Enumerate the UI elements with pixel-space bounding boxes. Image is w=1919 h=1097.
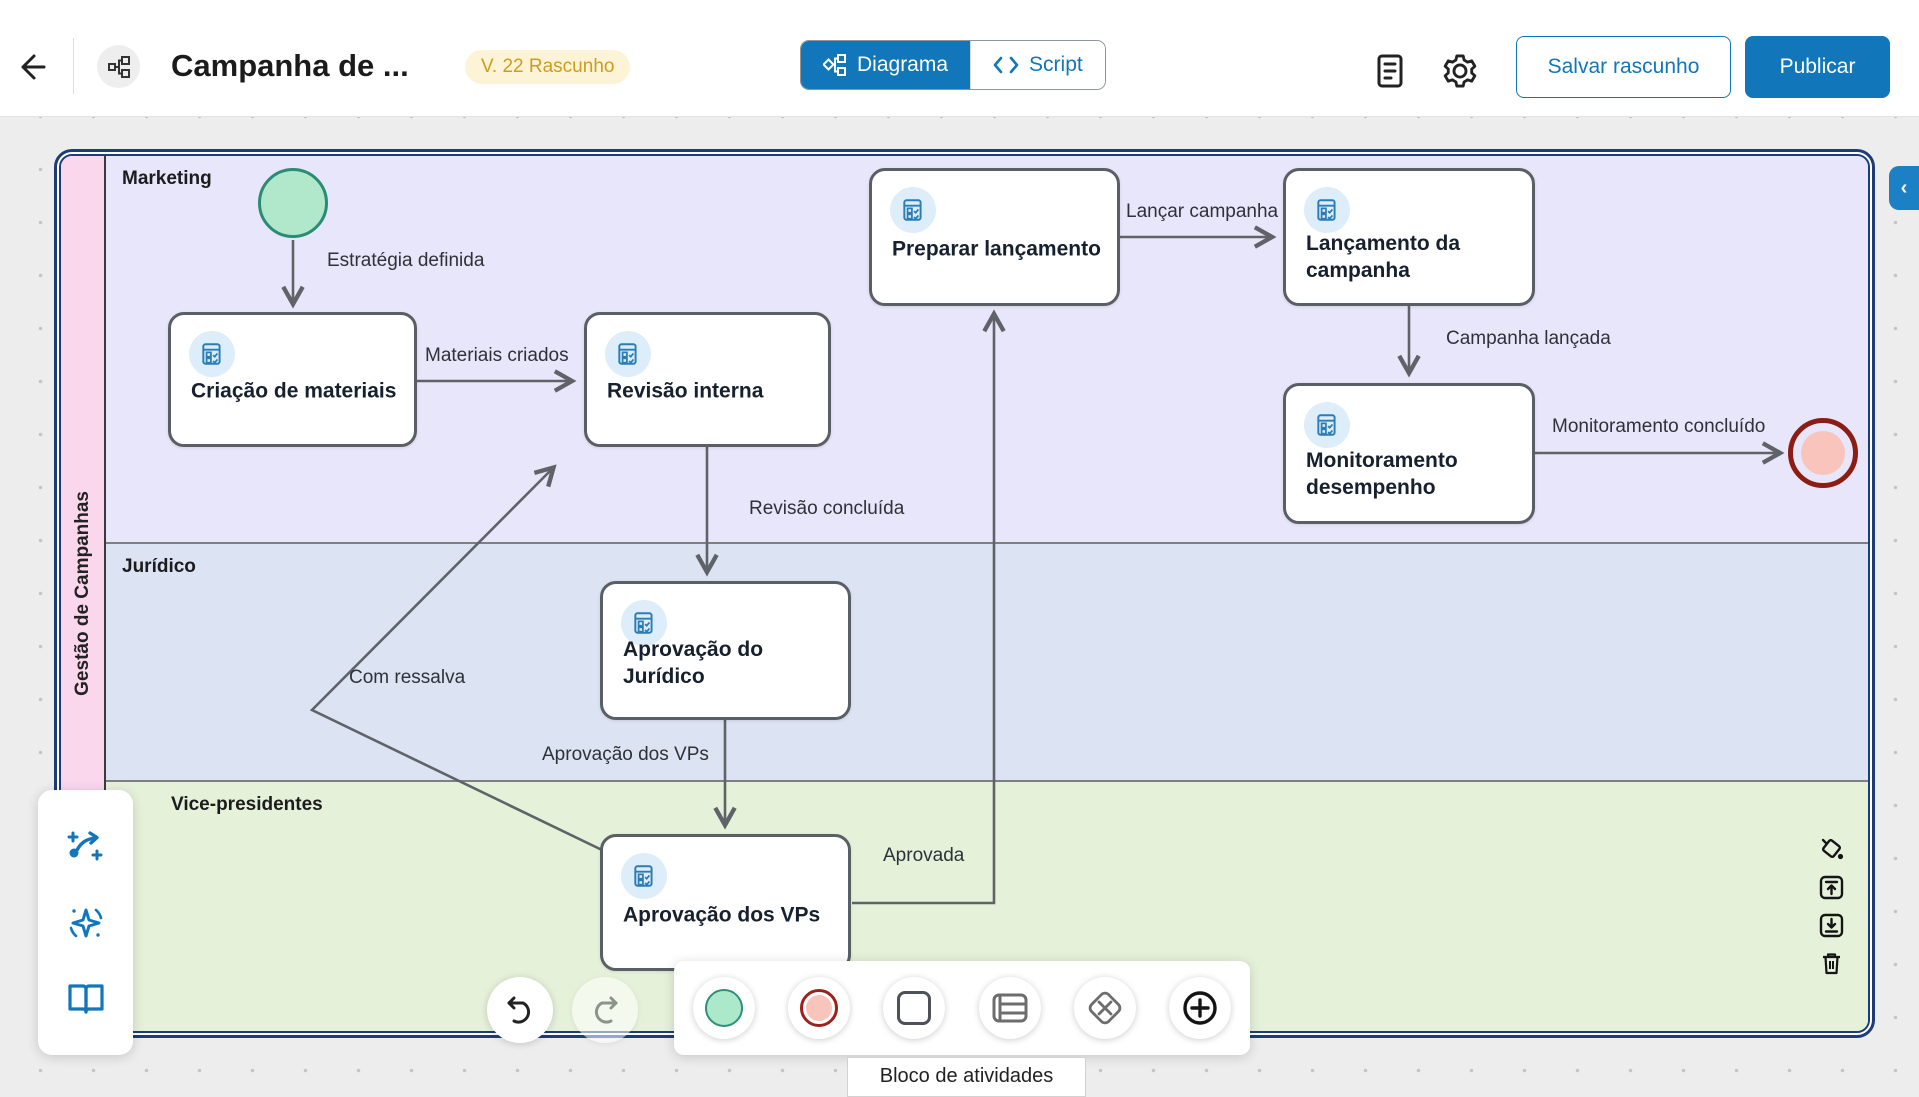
- workflow-avatar-icon: [97, 45, 140, 88]
- task-icon: [621, 853, 667, 899]
- edge-label: Materiais criados: [425, 345, 569, 366]
- task-criacao-de-materiais[interactable]: Criação de materiais: [168, 312, 417, 447]
- left-tools-panel: [38, 790, 133, 1055]
- save-draft-button[interactable]: Salvar rascunho: [1516, 36, 1731, 98]
- pool-title: Gestão de Campanhas: [71, 491, 93, 696]
- task-preparar-lancamento[interactable]: Preparar lançamento: [869, 168, 1120, 306]
- tab-diagrama[interactable]: Diagrama: [801, 41, 971, 89]
- start-event[interactable]: [258, 168, 328, 238]
- task-icon: [1304, 187, 1350, 233]
- edge-label: Campanha lançada: [1446, 328, 1611, 349]
- task-icon: [890, 187, 936, 233]
- edge-label: Revisão concluída: [749, 498, 905, 519]
- task-shape: [897, 991, 932, 1025]
- header: Campanha de ... V. 22 Rascunho Diagrama …: [0, 0, 1919, 117]
- task-label: Aprovação dos VPs: [623, 903, 821, 927]
- ai-sparkle-icon[interactable]: [65, 902, 107, 944]
- chevron-left-icon: ‹: [1900, 176, 1908, 199]
- palette-add-button[interactable]: [1168, 977, 1231, 1039]
- page-title: Campanha de ...: [171, 48, 409, 83]
- lane-marketing-label: Marketing: [122, 168, 212, 189]
- code-icon: [993, 56, 1019, 74]
- lane-juridico-label: Jurídico: [122, 556, 196, 577]
- tab-script[interactable]: Script: [970, 41, 1105, 89]
- publish-button[interactable]: Publicar: [1745, 36, 1890, 98]
- right-tools-panel: [1818, 836, 1848, 977]
- edge-label: Estratégia definida: [327, 250, 485, 271]
- task-monitoramento-desempenho[interactable]: Monitoramento desempenho: [1283, 383, 1535, 524]
- gear-icon[interactable]: [1441, 52, 1479, 90]
- task-icon: [1304, 402, 1350, 448]
- palette-gateway-button[interactable]: [1073, 977, 1136, 1039]
- edge-label: Com ressalva: [349, 667, 466, 688]
- lane-juridico[interactable]: Jurídico: [106, 542, 1868, 780]
- edge-label: Lançar campanha: [1126, 201, 1279, 222]
- upload-icon[interactable]: [1818, 874, 1845, 901]
- palette-tooltip: Bloco de atividades: [847, 1057, 1086, 1097]
- palette-lanes-button[interactable]: [978, 977, 1041, 1039]
- end-event-shape: [800, 989, 839, 1027]
- tab-script-label: Script: [1029, 53, 1083, 76]
- paint-fill-icon[interactable]: [1818, 836, 1845, 863]
- ai-flow-icon[interactable]: [65, 825, 107, 867]
- task-label: Lançamento da campanha: [1306, 232, 1461, 283]
- redo-button[interactable]: [572, 977, 638, 1043]
- task-revisao-interna[interactable]: Revisão interna: [584, 312, 831, 447]
- end-event-inner: [1801, 431, 1845, 475]
- edge-label: Monitoramento concluído: [1552, 416, 1766, 437]
- lanes-shape: [992, 993, 1028, 1023]
- shape-palette: [674, 961, 1250, 1055]
- version-badge: V. 22 Rascunho: [465, 50, 631, 84]
- task-lancamento-da-campanha[interactable]: Lançamento da campanha: [1283, 168, 1535, 306]
- palette-task-button[interactable]: [883, 977, 946, 1039]
- task-label: Monitoramento desempenho: [1306, 449, 1458, 500]
- edge-label: Aprovação dos VPs: [542, 744, 709, 765]
- end-event[interactable]: [1788, 418, 1858, 488]
- header-divider: [73, 38, 74, 94]
- gateway-shape: [1088, 991, 1122, 1025]
- view-tabs: Diagrama Script: [800, 40, 1106, 90]
- task-label: Preparar lançamento: [892, 237, 1101, 261]
- book-icon[interactable]: [65, 978, 107, 1020]
- download-icon[interactable]: [1818, 912, 1845, 939]
- start-event-shape: [705, 989, 743, 1027]
- task-icon: [621, 600, 667, 646]
- lane-vps-label: Vice-presidentes: [171, 794, 323, 815]
- back-arrow-icon[interactable]: [14, 50, 48, 84]
- task-icon: [605, 331, 651, 377]
- palette-start-event-button[interactable]: [693, 977, 755, 1039]
- task-label: Aprovação do Jurídico: [623, 637, 764, 688]
- document-icon[interactable]: [1371, 52, 1409, 90]
- edge-label: Aprovada: [883, 845, 965, 866]
- redo-icon: [594, 996, 618, 1024]
- diagram-icon: [823, 54, 846, 76]
- task-aprovacao-do-juridico[interactable]: Aprovação do Jurídico: [600, 581, 851, 720]
- trash-icon[interactable]: [1818, 950, 1845, 977]
- task-icon: [189, 331, 235, 377]
- task-label: Criação de materiais: [191, 379, 397, 403]
- task-aprovacao-dos-vps[interactable]: Aprovação dos VPs: [600, 834, 851, 971]
- add-shape: [1183, 991, 1217, 1025]
- palette-end-event-button[interactable]: [788, 977, 851, 1039]
- tab-diagrama-label: Diagrama: [857, 53, 949, 76]
- undo-button[interactable]: [487, 977, 553, 1043]
- task-label: Revisão interna: [607, 379, 764, 403]
- collapse-panel-tab[interactable]: ‹: [1889, 166, 1919, 210]
- undo-icon: [507, 996, 531, 1024]
